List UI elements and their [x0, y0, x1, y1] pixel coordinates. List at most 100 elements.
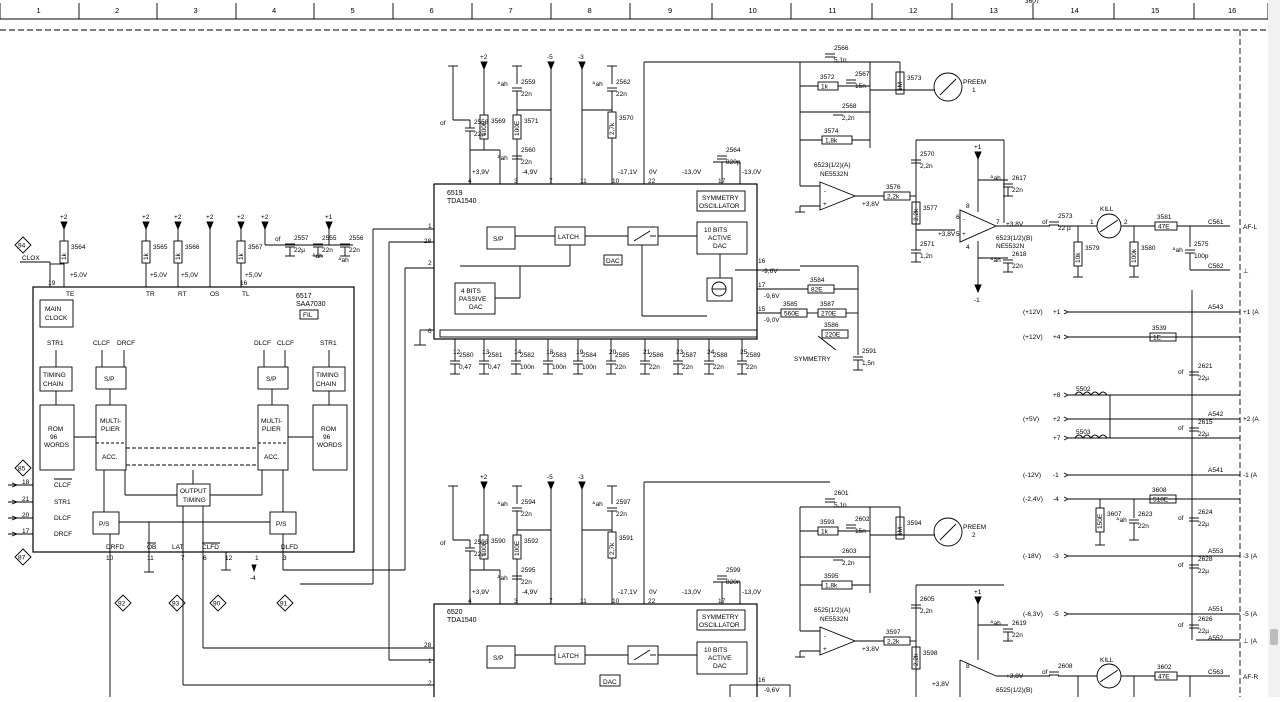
timing-chain-right-2: CHAIN: [316, 381, 337, 388]
capacitor-ref: 2618: [1012, 251, 1027, 258]
scrollbar-thumb[interactable]: [1270, 629, 1278, 645]
af-l-label: AF-L: [1243, 224, 1257, 231]
symmetry-osc-label: SYMMETRY: [702, 195, 739, 202]
capacitor-value: 820p: [726, 159, 741, 166]
resistor-value: 47E: [1158, 224, 1170, 231]
capacitor-ref: 2585: [615, 352, 630, 359]
power-pin: +8: [1053, 392, 1061, 399]
capacitor-ref: 2597: [616, 499, 631, 506]
capacitor-ref: 2624: [1198, 509, 1213, 516]
voltage-label: +3,9V: [472, 589, 490, 596]
marker-label-90: 90: [213, 601, 221, 608]
marker-94: [14, 236, 32, 254]
supply-arrow: [174, 221, 182, 231]
timing-chain-right: TIMING: [316, 372, 339, 379]
ps-right: P/S: [276, 521, 287, 528]
marker-label-92: 92: [118, 601, 126, 608]
resistor-value: 82E: [811, 287, 823, 294]
pin-number: 18: [22, 479, 30, 486]
resistor-ref: 3597: [886, 629, 901, 636]
pin-1: 1: [428, 658, 432, 665]
pin: 4: [468, 598, 472, 605]
ground-symbol: ⊥: [1243, 268, 1249, 275]
opamp: [819, 181, 857, 211]
capacitor-value: 22n: [521, 91, 532, 98]
column-number-5: 5: [351, 6, 355, 15]
pin-number: 20: [22, 512, 30, 519]
aah-label: ᐞah: [1172, 246, 1183, 254]
ic-bottom-ref: 6520: [447, 609, 463, 616]
resistor-value: 1M: [897, 82, 904, 91]
wire: [1099, 219, 1119, 233]
capacitor-value: 15n: [855, 528, 866, 535]
opamp-minus: -: [824, 188, 826, 195]
preem-label: PREEM: [963, 79, 986, 86]
capacitor-value: 22n: [649, 364, 660, 371]
lat-label: LAT: [172, 544, 183, 551]
capacitor-value: 22n: [616, 91, 627, 98]
resistor-ref: 3574: [824, 128, 839, 135]
resistor-value: 1k: [61, 252, 68, 260]
supply-arrow: [60, 221, 68, 231]
pin: 22: [648, 598, 656, 605]
connector-a552: A552: [1208, 635, 1224, 642]
supply-label: +1: [974, 589, 982, 596]
resistor-ref: 3566: [185, 244, 200, 251]
column-number-11: 11: [829, 6, 837, 15]
capacitor-value: 22n: [746, 364, 757, 371]
capacitor-ref: 2557: [294, 235, 309, 242]
fil-label: FIL: [303, 312, 313, 319]
pin-28: 28: [424, 642, 432, 649]
capacitor-ref: 2589: [746, 352, 761, 359]
pin-17: 17: [758, 282, 766, 289]
capacitor-ref: 2621: [1198, 363, 1213, 370]
resistor-value: 2,2k: [913, 653, 920, 666]
rom-left-3: WORDS: [44, 442, 70, 449]
vertical-scrollbar[interactable]: [1268, 0, 1280, 697]
capacitor-value: 100n: [520, 364, 535, 371]
ic-top-ref: 6519: [447, 190, 463, 197]
oscillator-label: OSCILLATOR: [699, 203, 740, 210]
power-pin: -3: [1053, 553, 1059, 560]
voltage-label: +3,9V: [472, 169, 490, 176]
of-label: of: [1178, 515, 1184, 522]
pin-12: 12: [225, 555, 233, 562]
resistor-ref: 3608: [1152, 487, 1167, 494]
acc-left: ACC.: [102, 454, 118, 461]
pin-14: 14: [514, 349, 522, 356]
signal-str1: STR1: [54, 499, 71, 506]
capacitor-value: 22n: [521, 579, 532, 586]
resistor-value: 1k: [821, 529, 829, 536]
resistor-ref: 3602: [1157, 664, 1172, 671]
resistor-value: 1k: [238, 252, 245, 260]
capacitor-value: 100n: [552, 364, 567, 371]
aah-label: ᐞah: [592, 500, 603, 508]
pin-2: 2: [428, 260, 432, 267]
opamp-plus: +: [823, 646, 827, 653]
inductor-5503-coil: [1074, 434, 1108, 439]
column-number-4: 4: [272, 6, 276, 15]
arrow: [1063, 435, 1070, 441]
pin-1: 1: [428, 223, 432, 230]
c563-label: C563: [1208, 669, 1224, 676]
marker-92: [114, 594, 132, 612]
supply-label: -3: [578, 474, 584, 481]
pin: 2: [1124, 219, 1128, 226]
resistor-ref: 3607: [1107, 511, 1122, 518]
column-number-1: 1: [37, 6, 41, 15]
capacitor-ref: 2615: [1198, 419, 1213, 426]
capacitor-ref: 2608: [1058, 663, 1073, 670]
aah-label: ᐞah: [338, 256, 349, 264]
inductor-5503: 5503: [1076, 429, 1091, 436]
capacitor-ref: 2626: [1198, 616, 1213, 623]
power-pin: -5: [1053, 611, 1059, 618]
sp-left: S/P: [104, 376, 114, 383]
signal-dlcf: DLCF: [54, 515, 71, 522]
preem-switch: [933, 517, 963, 547]
marker-label-85: 85: [18, 466, 26, 473]
aah-label: ᐞah: [592, 80, 603, 88]
resistor-3586: [821, 329, 849, 339]
